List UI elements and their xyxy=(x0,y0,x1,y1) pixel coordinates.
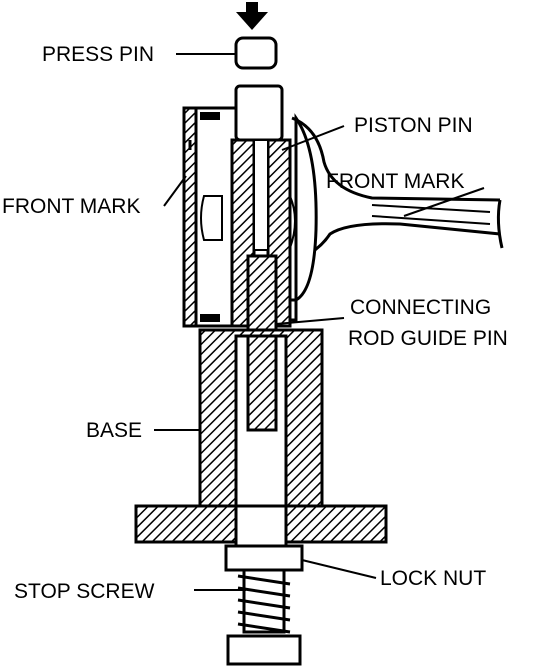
down-arrow-icon xyxy=(236,2,268,30)
label-press-pin: PRESS PIN xyxy=(42,43,154,66)
label-rod-guide-pin: ROD GUIDE PIN xyxy=(348,327,508,350)
connecting-rod xyxy=(289,116,504,262)
label-front-mark-right: FRONT MARK xyxy=(326,170,464,193)
label-front-mark-left: FRONT MARK xyxy=(2,195,140,218)
label-connecting: CONNECTING xyxy=(350,296,491,319)
base xyxy=(134,328,388,548)
label-lock-nut: LOCK NUT xyxy=(380,567,486,590)
stop-screw xyxy=(226,568,302,666)
piston xyxy=(182,106,318,328)
label-piston-pin: PISTON PIN xyxy=(354,114,473,137)
piston-pin xyxy=(230,84,292,328)
lock-nut xyxy=(224,544,304,572)
press-pin xyxy=(234,36,278,70)
label-base: BASE xyxy=(86,419,142,442)
leader-lines xyxy=(154,53,485,591)
label-stop-screw: STOP SCREW xyxy=(14,580,155,603)
